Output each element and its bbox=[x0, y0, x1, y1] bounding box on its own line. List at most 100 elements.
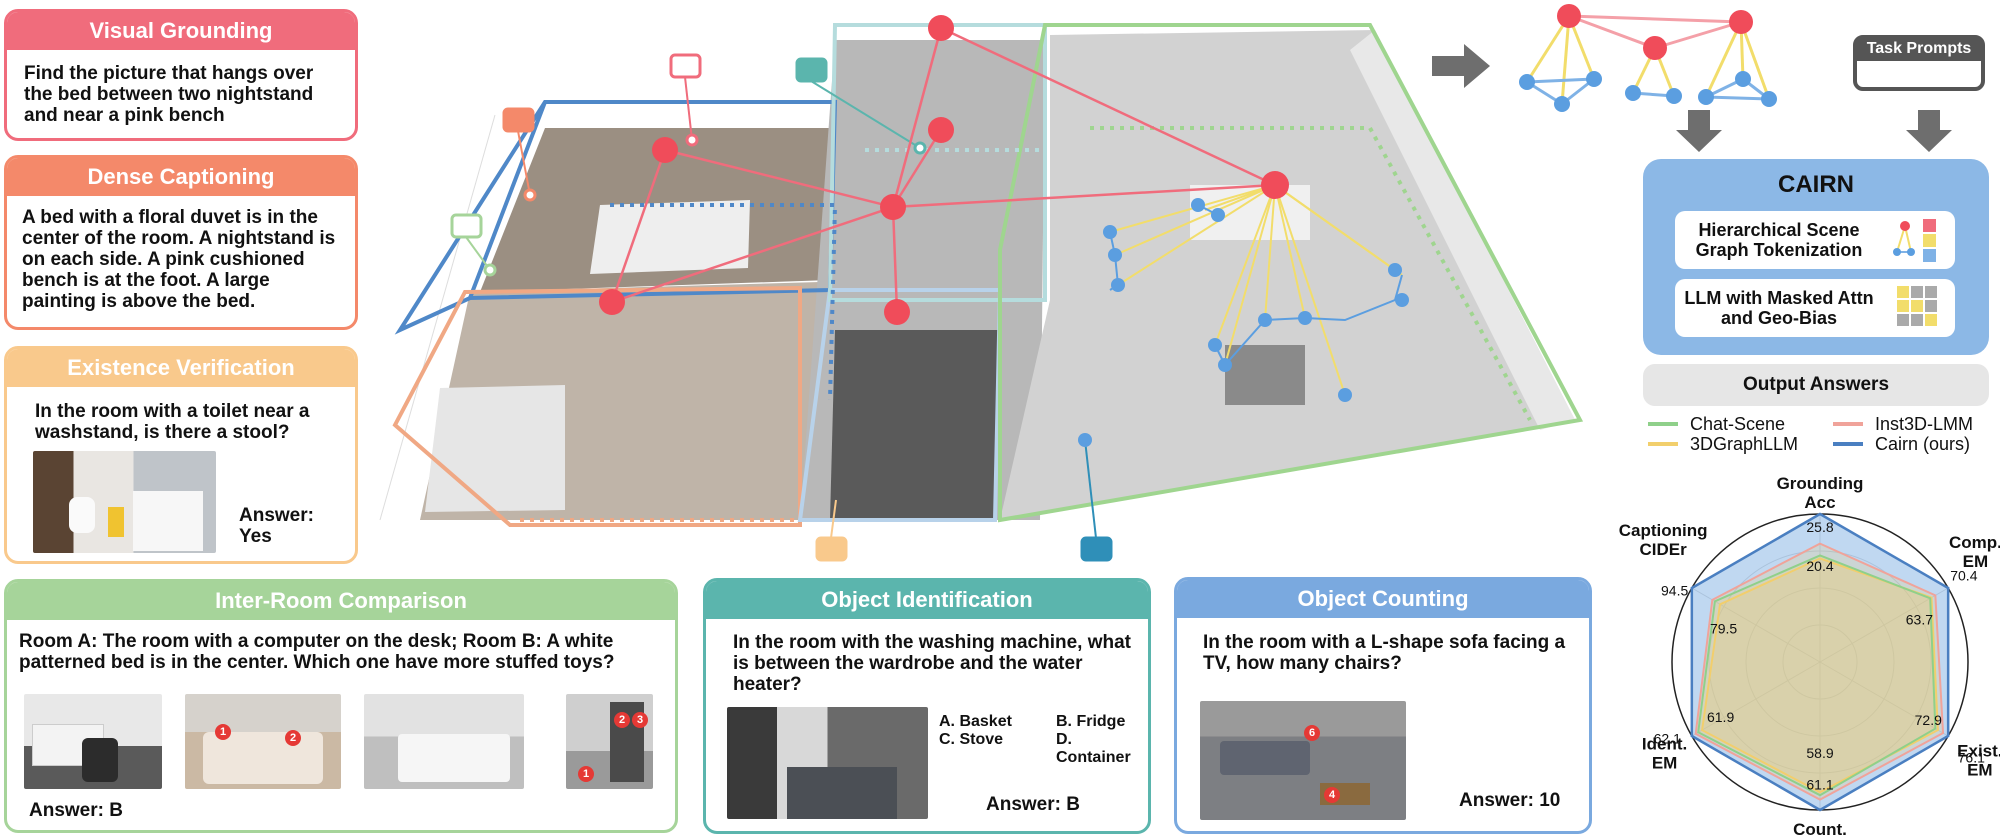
dense-captioning-title: Dense Captioning bbox=[7, 158, 355, 196]
tag-endpoint bbox=[523, 188, 537, 202]
tag-endpoint bbox=[685, 133, 699, 147]
module-llm-label: LLM with Masked Attn and Geo-Bias bbox=[1684, 288, 1874, 328]
graph-edge bbox=[664, 148, 894, 209]
legend-label: Chat-Scene bbox=[1690, 414, 1786, 434]
visual-grounding-card: Visual Grounding Find the picture that h… bbox=[4, 9, 358, 141]
counting-answer: Answer: 10 bbox=[1459, 790, 1561, 811]
radar-series-3dgraphllm bbox=[1700, 557, 1939, 794]
room-box-living bbox=[998, 23, 1584, 523]
object-identification-card: Object Identification In the room with t… bbox=[703, 578, 1151, 834]
radar-value-label: 76.1 bbox=[1958, 750, 1985, 766]
output-answers-bar: Output Answers bbox=[1643, 364, 1989, 406]
cabinet-image: 2 3 1 bbox=[566, 694, 653, 789]
object-node bbox=[1208, 338, 1222, 352]
graph-edge bbox=[610, 149, 667, 303]
tag-connector bbox=[517, 130, 531, 196]
radar-axis-label: Acc bbox=[1804, 493, 1835, 512]
radar-value-label: 25.8 bbox=[1806, 519, 1833, 535]
radar-value-label: 94.5 bbox=[1661, 582, 1688, 598]
graph-spoke bbox=[1114, 184, 1276, 256]
bedroom-floral-image: 1 2 bbox=[185, 694, 341, 789]
legend-swatch bbox=[1833, 422, 1863, 426]
option-a: A. Basket bbox=[939, 713, 1012, 730]
task-prompts-label: Task Prompts bbox=[1857, 39, 1981, 61]
existence-answer-label: Answer: bbox=[239, 505, 314, 526]
chair-shape bbox=[82, 738, 118, 782]
radar-axis-label: Captioning bbox=[1619, 521, 1708, 540]
room-node bbox=[880, 194, 906, 220]
inter-room-comparison-card: Inter-Room Comparison Room A: The room w… bbox=[4, 579, 678, 833]
radar-value-label: 62.1 bbox=[1654, 730, 1681, 746]
radar-value-label: 79.5 bbox=[1710, 620, 1737, 636]
object-identification-text: In the room with the washing machine, wh… bbox=[733, 632, 1131, 695]
cairn-box: CAIRN Hierarchical Scene Graph Tokenizat… bbox=[1643, 159, 1989, 355]
legend: Chat-Scene Inst3D-LMM 3DGraphLLM Cairn (… bbox=[1645, 412, 1995, 456]
dotted-living bbox=[1090, 126, 1532, 421]
inter-room-comparison-text: Room A: The room with a computer on the … bbox=[19, 631, 615, 673]
graph-spoke bbox=[1264, 184, 1276, 321]
radar-series-inst3d-lmm bbox=[1694, 542, 1945, 801]
object-counting-card: Object Counting In the room with a L-sha… bbox=[1174, 577, 1592, 834]
radar-value-label: 61.9 bbox=[1707, 709, 1734, 725]
graph-edge bbox=[940, 26, 1276, 187]
stool-shape bbox=[108, 507, 124, 537]
radar-axis-label: Ident. bbox=[1642, 734, 1687, 753]
room-box-closet bbox=[827, 23, 1047, 302]
toy-marker: 3 bbox=[632, 712, 648, 728]
tag-connector bbox=[684, 76, 693, 141]
bedroom-white-image bbox=[364, 694, 524, 789]
module-scene-graph: Hierarchical Scene Graph Tokenization bbox=[1675, 211, 1955, 269]
white-bed-shape bbox=[398, 734, 510, 782]
middle-room-dark bbox=[830, 330, 1000, 520]
radar-value-label: 58.9 bbox=[1806, 745, 1833, 761]
existence-answer-value: Yes bbox=[239, 526, 272, 547]
radar-axis-label: CIDEr bbox=[1640, 540, 1688, 559]
room-box-bedroom-top-edge bbox=[468, 101, 547, 299]
legend-label: Cairn (ours) bbox=[1875, 434, 1971, 454]
radar-axis-label: Comp. bbox=[1949, 533, 2000, 552]
laundry-image bbox=[727, 707, 928, 819]
module-scene-graph-label: Hierarchical Scene Graph Tokenization bbox=[1695, 220, 1863, 260]
tag-connector bbox=[465, 236, 491, 271]
object-node bbox=[1218, 358, 1232, 372]
legend-swatch bbox=[1648, 422, 1678, 426]
chair-marker: 6 bbox=[1304, 725, 1320, 741]
object-node bbox=[1338, 388, 1352, 402]
graph-edge bbox=[892, 183, 1276, 209]
option-d: D. Container bbox=[1056, 731, 1131, 766]
washstand-shape bbox=[133, 491, 203, 551]
legend-label: Inst3D-LMM bbox=[1875, 414, 1974, 434]
floor-shape bbox=[787, 767, 897, 819]
room-node bbox=[599, 289, 625, 315]
graph-spoke bbox=[1214, 184, 1276, 346]
bed-top bbox=[590, 200, 750, 274]
object-counting-title: Object Counting bbox=[1177, 580, 1589, 618]
module-llm: LLM with Masked Attn and Geo-Bias bbox=[1675, 279, 1955, 337]
existence-verification-text: In the room with a toilet near a washsta… bbox=[35, 401, 310, 443]
chair-marker: 4 bbox=[1324, 787, 1340, 803]
radar-axis-label: EM bbox=[1963, 552, 1989, 571]
option-c: C. Stove bbox=[939, 731, 1004, 748]
dense-captioning-card: Dense Captioning A bed with a floral duv… bbox=[4, 155, 358, 330]
visual-grounding-title: Visual Grounding bbox=[7, 12, 355, 50]
object-node bbox=[1298, 311, 1312, 325]
object-node bbox=[1111, 278, 1125, 292]
object-node bbox=[1211, 208, 1225, 222]
room-box-bathroom bbox=[797, 288, 1003, 522]
visual-grounding-text: Find the picture that hangs over the bed… bbox=[24, 63, 314, 126]
room-node bbox=[652, 137, 678, 163]
toy-marker: 1 bbox=[215, 724, 231, 740]
living-room-image: 6 4 bbox=[1200, 701, 1406, 820]
object-node bbox=[1108, 248, 1122, 262]
radar-axis-label: Count. bbox=[1793, 820, 1847, 837]
room-node bbox=[884, 299, 910, 325]
graph-object-links bbox=[1224, 274, 1403, 366]
radar-value-label: 61.1 bbox=[1806, 776, 1833, 792]
task-prompts-box: Task Prompts bbox=[1853, 35, 1985, 91]
radar-value-label: 63.7 bbox=[1906, 612, 1933, 628]
object-identification-title: Object Identification bbox=[706, 581, 1148, 619]
inter-room-comparison-title: Inter-Room Comparison bbox=[7, 582, 675, 620]
graph-edge bbox=[891, 129, 943, 208]
radar-value-label: 20.4 bbox=[1806, 558, 1833, 574]
